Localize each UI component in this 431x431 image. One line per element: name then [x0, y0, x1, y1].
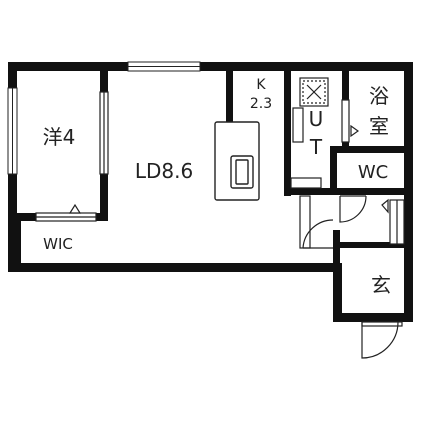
room-label-ldk: LD8.6: [135, 159, 193, 183]
windows: [7, 61, 201, 175]
room-label-kitchen-name: K: [256, 77, 266, 93]
room-label-closet: WIC: [43, 235, 73, 253]
ut-door: [341, 99, 360, 143]
ldk-door: [299, 195, 334, 249]
wic-door: [35, 203, 97, 222]
room-label-utility-1: U: [309, 107, 324, 131]
ut-sink: [292, 107, 304, 143]
kitchen-counter: [214, 121, 260, 201]
washing-machine-pan: [299, 77, 329, 107]
room-label-utility-2: T: [309, 135, 323, 159]
ldk-step: [290, 177, 322, 189]
shoe-cabinet: [381, 198, 405, 245]
room-label-bath-1: 浴: [369, 84, 389, 108]
room-label-western: 洋4: [43, 125, 76, 149]
wc-door: [339, 195, 367, 223]
room-label-bath-2: 室: [369, 114, 389, 138]
room-label-kitchen-size: 2.3: [250, 96, 272, 112]
entrance-door: [361, 321, 403, 359]
door-western-room: [99, 91, 109, 175]
room-label-entrance: 玄: [371, 273, 391, 297]
room-label-toilet: WC: [358, 162, 388, 183]
